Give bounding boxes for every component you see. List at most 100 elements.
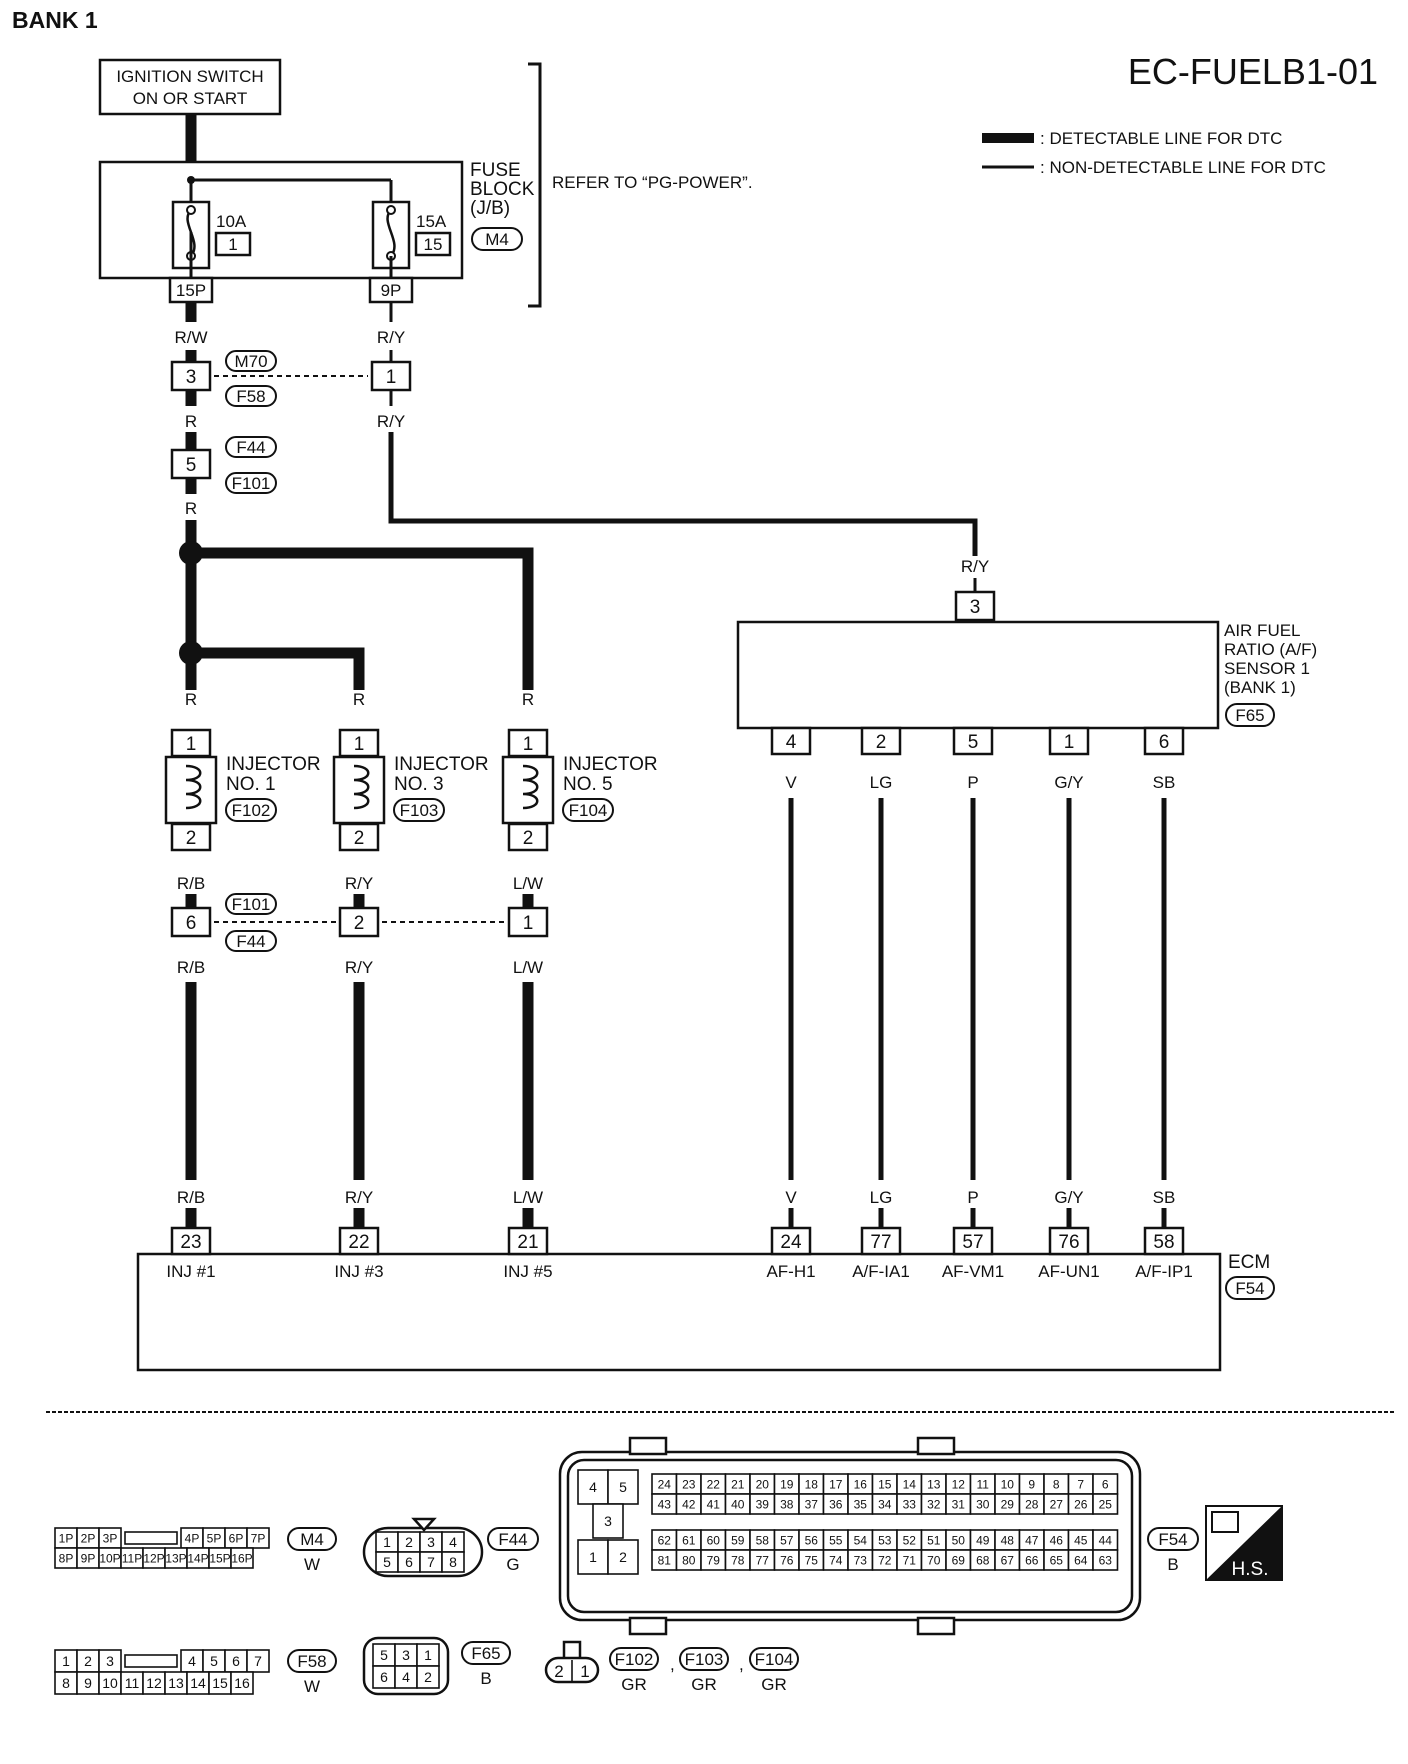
f54-pin: 36 [829,1497,843,1511]
m4-pin: 4P [185,1531,200,1545]
f58-pin: 2 [84,1653,92,1669]
f54-pin: 26 [1074,1497,1088,1511]
m4-pin: 5P [207,1531,222,1545]
f54-pin: 24 [658,1477,672,1491]
hs-connector-icon [1211,1511,1239,1533]
f54-pin: 13 [927,1477,941,1491]
injector-wire-in: R [185,690,197,709]
f58-pin: 4 [188,1653,196,1669]
injector-term-bottom: 2 [523,828,534,849]
hs-badge: H.S. [1205,1505,1283,1581]
f54-pin: 4 [589,1479,597,1495]
f54-pin: 59 [731,1533,745,1547]
ecm-pin-afvm1: P 57 AF-VM1 [942,1188,1004,1281]
f54-pin: 10 [1001,1477,1015,1491]
injector-name1: INJECTOR [563,754,658,775]
f54-pin: 54 [854,1533,868,1547]
m4-pin: 12P [143,1551,164,1565]
ecm-pin-signal: INJ #1 [166,1262,215,1281]
j3-wire-2: R/Y [345,958,373,977]
f54-pin: 68 [976,1553,990,1567]
injector-1: R 1 2 INJECTOR NO. 1 F102 R/B [164,690,321,893]
injector-wire-in: R [522,690,534,709]
ecm-label: ECM [1228,1252,1270,1273]
connector-tag-m4 [471,227,523,251]
bank-title: BANK 1 [12,7,98,33]
fuse2-rating: 15A [416,212,447,231]
f54-pin: 76 [780,1553,794,1567]
f54-pin: 34 [878,1497,892,1511]
injector-term-top: 1 [186,734,197,755]
injector-wire-out: L/W [513,874,543,893]
f54-pin: 57 [780,1533,794,1547]
af-pin-term: 1 [1064,732,1075,753]
m4-pin: 6P [229,1531,244,1545]
ecm-pin-wire: L/W [513,1188,543,1207]
f54-pin: 21 [731,1477,745,1491]
f65-pin: 5 [380,1647,388,1663]
injector-connector-tag: F104 [569,801,608,820]
f54-pin: 38 [780,1497,794,1511]
f58-pin: 9 [84,1675,92,1691]
f54-pin: 46 [1050,1533,1064,1547]
f54-pin: 62 [658,1533,672,1547]
f54-pin: 73 [854,1553,868,1567]
conn-tag-f44-a: F44 [236,438,265,457]
ecm-pin-inj1: R/B 23 INJ #1 [166,1188,215,1281]
diagram-code: EC-FUELB1-01 [1128,51,1378,92]
ecm-pin-term: 21 [517,1232,538,1253]
af-label4: (BANK 1) [1224,678,1296,697]
ecm-pin-signal: A/F-IP1 [1135,1262,1193,1281]
af-sensor-box [736,620,1220,730]
conn-tag-m70: M70 [234,352,267,371]
f54-pin: 15 [878,1477,892,1491]
ecm-pin-signal: INJ #5 [503,1262,552,1281]
fuse-block-label2: BLOCK [470,179,535,200]
af-label2: RATIO (A/F) [1224,640,1317,659]
terminal-15p: 15P [176,281,206,300]
injector-5: R 1 2 INJECTOR NO. 5 F104 L/W [501,690,658,893]
f44-pin: 5 [383,1554,391,1570]
f54-pin: 56 [805,1533,819,1547]
f65-pin: 6 [380,1669,388,1685]
f54-pin: 74 [829,1553,843,1567]
injector-wire-out: R/B [177,874,205,893]
f65-name: F65 [471,1644,500,1663]
f54-pin: 9 [1028,1477,1035,1491]
m4-pin: 14P [187,1551,208,1565]
conn-tag-f58: F58 [236,387,265,406]
m4-color: W [304,1555,320,1574]
inj-conn-name-f102: F102 [615,1650,654,1669]
f58-pin: 6 [232,1653,240,1669]
f54-pin: 16 [854,1477,868,1491]
ecm-pin-inj3: R/Y 22 INJ #3 [334,1188,383,1281]
f54-pin: 70 [927,1553,941,1567]
injector-term-bottom: 2 [186,828,197,849]
m4-pin: 2P [81,1531,96,1545]
inj-conn-color-3: GR [761,1675,787,1694]
af-wire-in: R/Y [961,557,989,576]
legend: : DETECTABLE LINE FOR DTC : NON-DETECTAB… [982,129,1326,177]
f54-pin: 43 [658,1497,672,1511]
f54-pin: 80 [682,1553,696,1567]
f54-pin: 65 [1050,1553,1064,1567]
m4-pin: 16P [231,1551,252,1565]
f54-pin: 41 [707,1497,721,1511]
inj-conn-color-1: GR [621,1675,647,1694]
m4-pin: 7P [251,1531,266,1545]
m4-pin: 11P [122,1551,142,1565]
f54-pin: 6 [1102,1477,1109,1491]
af-signal-wires [788,798,1167,1180]
ecm-pin-afia1: LG 77 A/F-IA1 [852,1188,910,1281]
f54-pin: 53 [878,1533,892,1547]
ecm-pin-term: 77 [870,1232,891,1253]
f54-pin: 64 [1074,1553,1088,1567]
ecm-pin-wire: P [967,1188,978,1207]
ecm-pin-term: 24 [780,1232,802,1253]
wire-label-r-1: R [185,412,197,431]
ecm-pin-signal: AF-VM1 [942,1262,1004,1281]
j2-term: 5 [186,455,197,476]
inj-conn-sep-2: , [739,1655,744,1674]
f54-pin: 29 [1001,1497,1015,1511]
